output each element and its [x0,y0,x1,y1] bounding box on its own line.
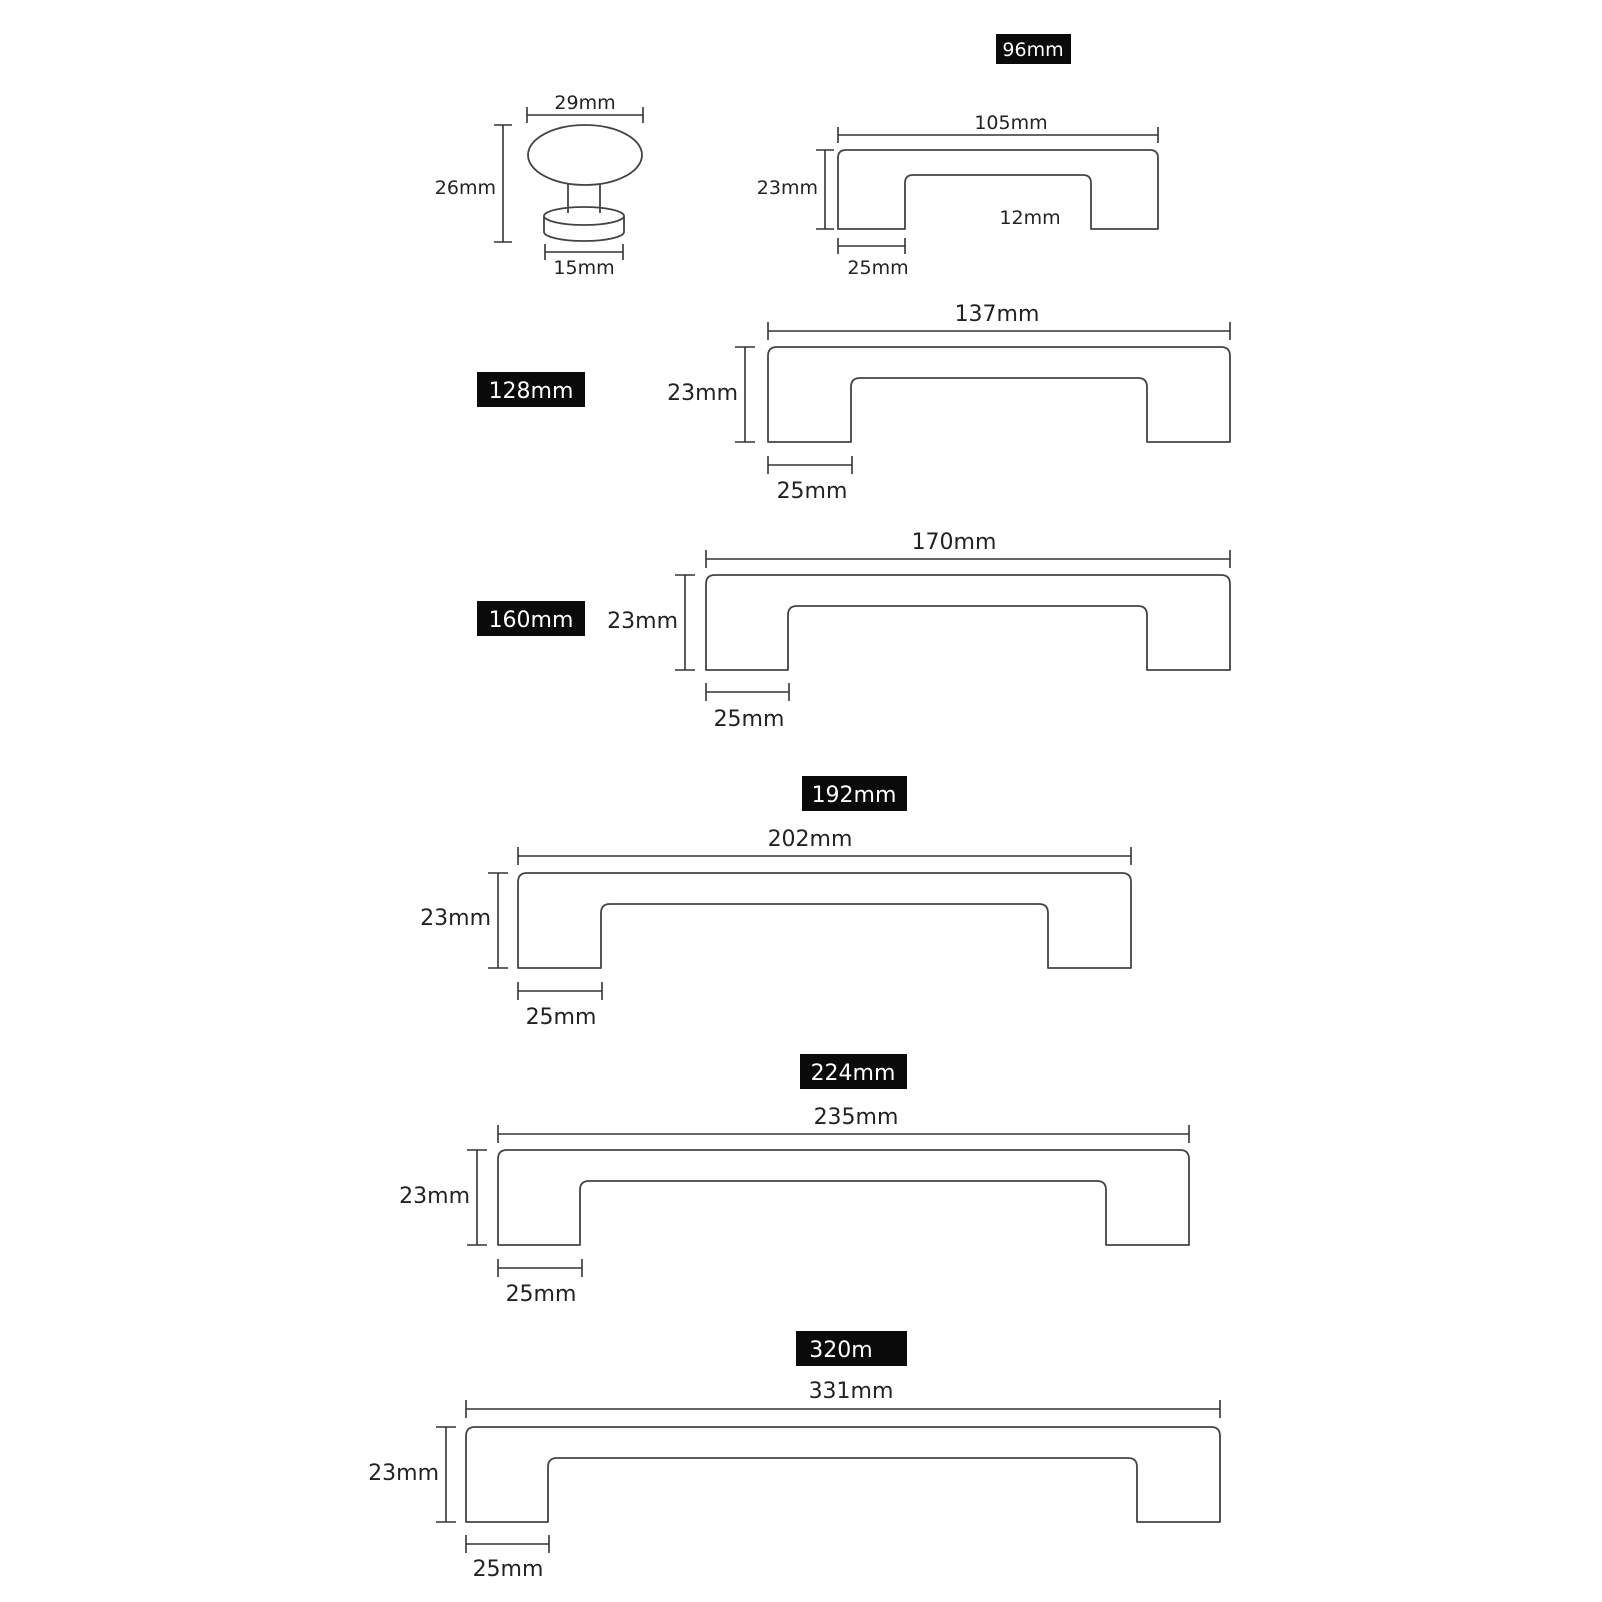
handle-320: 320m 331mm 23mm 25mm [368,1331,1221,1582]
height-dimension [436,1426,456,1523]
handle-192: 192mm 202mm 23mm 25mm [420,776,1132,1030]
knob-width-label: 29mm [554,92,615,114]
inner-label: 12mm [999,207,1060,229]
leg-dimension [497,1259,583,1277]
size-tag: 96mm [996,34,1071,64]
height-label: 23mm [607,609,678,634]
leg-label: 25mm [526,1005,597,1030]
length-dimension [837,127,1159,143]
leg-label: 25mm [473,1557,544,1582]
size-tag-label: 192mm [812,783,897,808]
knob-base-top [543,206,625,226]
handle-outline [837,149,1159,230]
leg-label: 25mm [847,257,908,279]
size-tag: 128mm [477,372,585,407]
knob-drawing: 29mm 26mm 15mm [435,92,644,279]
length-label: 331mm [809,1379,894,1404]
length-label: 235mm [814,1105,899,1130]
height-label: 23mm [757,177,818,199]
length-label: 170mm [912,530,997,555]
handle-outline [705,574,1231,671]
knob-width-dimension [526,107,644,123]
knob-base-dimension [544,244,624,260]
knob-head [527,124,643,186]
length-label: 137mm [955,302,1040,327]
handle-outline [767,346,1231,443]
height-dimension [675,574,695,671]
height-label: 23mm [399,1184,470,1209]
size-tag-label: 224mm [811,1061,896,1086]
size-tag: 192mm [802,776,907,811]
length-dimension [465,1400,1221,1418]
size-tag: 224mm [800,1054,907,1089]
leg-label: 25mm [506,1282,577,1307]
height-dimension [816,149,834,230]
height-dimension [488,872,508,969]
height-label: 23mm [667,381,738,406]
size-tag-label: 128mm [489,379,574,404]
length-label: 105mm [974,112,1047,134]
size-tag-label: 96mm [1002,39,1063,61]
handle-160: 160mm 170mm 23mm 25mm [477,530,1231,732]
leg-dimension [705,683,790,701]
knob-height-label: 26mm [435,177,496,199]
size-tag: 320m [796,1331,907,1366]
length-label: 202mm [768,827,853,852]
leg-dimension [465,1535,550,1553]
height-label: 23mm [420,906,491,931]
knob-base-side [543,216,625,242]
size-tag: 160mm [477,601,585,636]
size-tag-label: 320m [809,1338,872,1363]
leg-dimension [837,238,906,254]
handle-224: 224mm 235mm 23mm 25mm [399,1054,1190,1307]
length-dimension [497,1125,1190,1143]
handle-128: 128mm 137mm 23mm 25mm [477,302,1231,504]
height-label: 23mm [368,1461,439,1486]
length-dimension [517,847,1132,865]
handle-96: 96mm 105mm 23mm 12mm 25mm [757,34,1159,279]
knob-base-label: 15mm [553,257,614,279]
handle-outline [517,872,1132,969]
leg-label: 25mm [777,479,848,504]
handle-outline [465,1426,1221,1523]
leg-dimension [517,982,603,1000]
leg-dimension [767,456,853,474]
length-dimension [705,550,1231,568]
height-dimension [735,346,755,443]
length-dimension [767,322,1231,340]
height-dimension [467,1149,487,1246]
leg-label: 25mm [714,707,785,732]
knob-stem [567,184,601,213]
size-tag-label: 160mm [489,608,574,633]
knob-height-dimension [494,124,512,243]
handle-outline [497,1149,1190,1246]
